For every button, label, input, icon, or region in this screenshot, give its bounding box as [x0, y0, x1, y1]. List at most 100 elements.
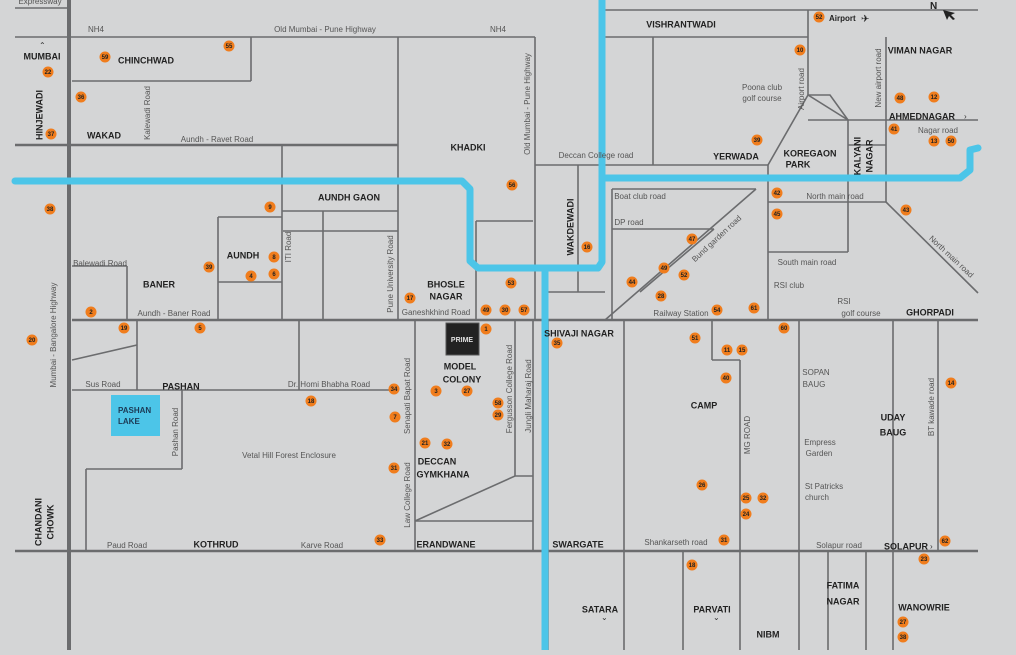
poi-marker-55[interactable]: 55: [223, 40, 235, 52]
poi-marker-18[interactable]: 18: [305, 395, 317, 407]
poi-marker-31[interactable]: 31: [388, 462, 400, 474]
poi-marker-34[interactable]: 34: [388, 383, 400, 395]
area-label-model-colony-1: MODEL: [444, 361, 477, 371]
poi-marker-32[interactable]: 32: [441, 438, 453, 450]
poi-number: 62: [942, 539, 949, 545]
road-label-solapur-road: Solapur road: [816, 541, 862, 550]
poi-marker-39[interactable]: 39: [751, 134, 763, 146]
road-label-bt-kawade: BT kawade road: [927, 378, 936, 436]
poi-marker-18[interactable]: 18: [686, 559, 698, 571]
poi-marker-27[interactable]: 27: [897, 616, 909, 628]
poi-circle-icon: [268, 268, 280, 280]
poi-marker-30[interactable]: 30: [499, 304, 511, 316]
poi-marker-36[interactable]: 36: [75, 91, 87, 103]
poi-marker-51[interactable]: 51: [689, 332, 701, 344]
poi-marker-49[interactable]: 49: [480, 304, 492, 316]
poi-marker-50[interactable]: 50: [945, 135, 957, 147]
poi-marker-38[interactable]: 38: [44, 203, 56, 215]
poi-marker-4[interactable]: 4: [245, 270, 257, 282]
poi-marker-15[interactable]: 15: [736, 344, 748, 356]
poi-circle-icon: [778, 322, 790, 334]
poi-marker-49[interactable]: 49: [658, 262, 670, 274]
poi-number: 43: [903, 208, 910, 214]
poi-marker-20[interactable]: 20: [26, 334, 38, 346]
poi-marker-22[interactable]: 22: [42, 66, 54, 78]
poi-marker-38[interactable]: 38: [897, 631, 909, 643]
poi-circle-icon: [45, 128, 57, 140]
poi-marker-16[interactable]: 16: [581, 241, 593, 253]
poi-marker-37[interactable]: 37: [45, 128, 57, 140]
poi-marker-11[interactable]: 11: [721, 344, 733, 356]
poi-circle-icon: [740, 492, 752, 504]
poi-marker-33[interactable]: 33: [374, 534, 386, 546]
poi-marker-41[interactable]: 41: [888, 123, 900, 135]
poi-marker-35[interactable]: 35: [551, 337, 563, 349]
road-label-new-airport: New airport road: [874, 48, 883, 107]
poi-marker-42[interactable]: 42: [771, 187, 783, 199]
poi-circle-icon: [499, 304, 511, 316]
poi-marker-24[interactable]: 24: [740, 508, 752, 520]
poi-marker-8[interactable]: 8: [268, 251, 280, 263]
poi-marker-53[interactable]: 53: [505, 277, 517, 289]
area-label-wakdewadi: WAKDEWADI: [565, 199, 575, 256]
poi-circle-icon: [696, 479, 708, 491]
poi-marker-62[interactable]: 62: [939, 535, 951, 547]
poi-marker-5[interactable]: 5: [194, 322, 206, 334]
poi-number: 8: [272, 255, 276, 261]
poi-marker-56[interactable]: 56: [506, 179, 518, 191]
poi-marker-6[interactable]: 6: [268, 268, 280, 280]
poi-marker-45[interactable]: 45: [771, 208, 783, 220]
poi-marker-48[interactable]: 48: [894, 92, 906, 104]
poi-marker-13[interactable]: 13: [928, 135, 940, 147]
poi-marker-52[interactable]: 52: [813, 11, 825, 23]
poi-marker-52[interactable]: 52: [678, 269, 690, 281]
road-label-boat-club: Boat club road: [614, 192, 666, 201]
poi-circle-icon: [389, 411, 401, 423]
poi-marker-31[interactable]: 31: [718, 534, 730, 546]
poi-marker-26[interactable]: 26: [696, 479, 708, 491]
poi-marker-25[interactable]: 25: [740, 492, 752, 504]
road-label-north-main-d: North main road: [927, 234, 975, 280]
area-label-viman-nagar: VIMAN NAGAR: [888, 45, 953, 55]
poi-marker-32[interactable]: 32: [757, 492, 769, 504]
poi-marker-58[interactable]: 58: [492, 397, 504, 409]
poi-marker-44[interactable]: 44: [626, 276, 638, 288]
poi-marker-9[interactable]: 9: [264, 201, 276, 213]
poi-number: 1: [484, 327, 488, 333]
poi-marker-7[interactable]: 7: [389, 411, 401, 423]
lake-label-line1: PASHAN: [118, 406, 151, 415]
poi-marker-61[interactable]: 61: [748, 302, 760, 314]
road-label-north-main-h: North main road: [806, 192, 863, 201]
poi-marker-21[interactable]: 21: [419, 437, 431, 449]
poi-marker-2[interactable]: 2: [85, 306, 97, 318]
poi-marker-40[interactable]: 40: [720, 372, 732, 384]
poi-marker-12[interactable]: 12: [928, 91, 940, 103]
poi-marker-10[interactable]: 10: [794, 44, 806, 56]
poi-marker-28[interactable]: 28: [655, 290, 667, 302]
area-label-deccan-1: DECCAN: [418, 456, 457, 466]
road-label-paud-road: Paud Road: [107, 541, 147, 550]
poi-circle-icon: [480, 323, 492, 335]
poi-marker-1[interactable]: 1: [480, 323, 492, 335]
area-label-wakad: WAKAD: [87, 130, 121, 140]
poi-marker-19[interactable]: 19: [118, 322, 130, 334]
poi-marker-54[interactable]: 54: [711, 304, 723, 316]
poi-marker-59[interactable]: 59: [99, 51, 111, 63]
poi-marker-57[interactable]: 57: [518, 304, 530, 316]
poi-circle-icon: [194, 322, 206, 334]
poi-circle-icon: [430, 385, 442, 397]
poi-marker-60[interactable]: 60: [778, 322, 790, 334]
poi-marker-47[interactable]: 47: [686, 233, 698, 245]
poi-marker-14[interactable]: 14: [945, 377, 957, 389]
poi-marker-23[interactable]: 23: [918, 553, 930, 565]
poi-marker-3[interactable]: 3: [430, 385, 442, 397]
poi-marker-27[interactable]: 27: [461, 385, 473, 397]
road-label-railway-station: Railway Station: [653, 309, 708, 318]
poi-marker-17[interactable]: 17: [404, 292, 416, 304]
road-label-rsi-club: RSI club: [774, 281, 805, 290]
poi-number: 20: [29, 338, 36, 344]
poi-marker-43[interactable]: 43: [900, 204, 912, 216]
poi-marker-29[interactable]: 29: [492, 409, 504, 421]
poi-marker-39[interactable]: 39: [203, 261, 215, 273]
poi-number: 39: [206, 265, 213, 271]
